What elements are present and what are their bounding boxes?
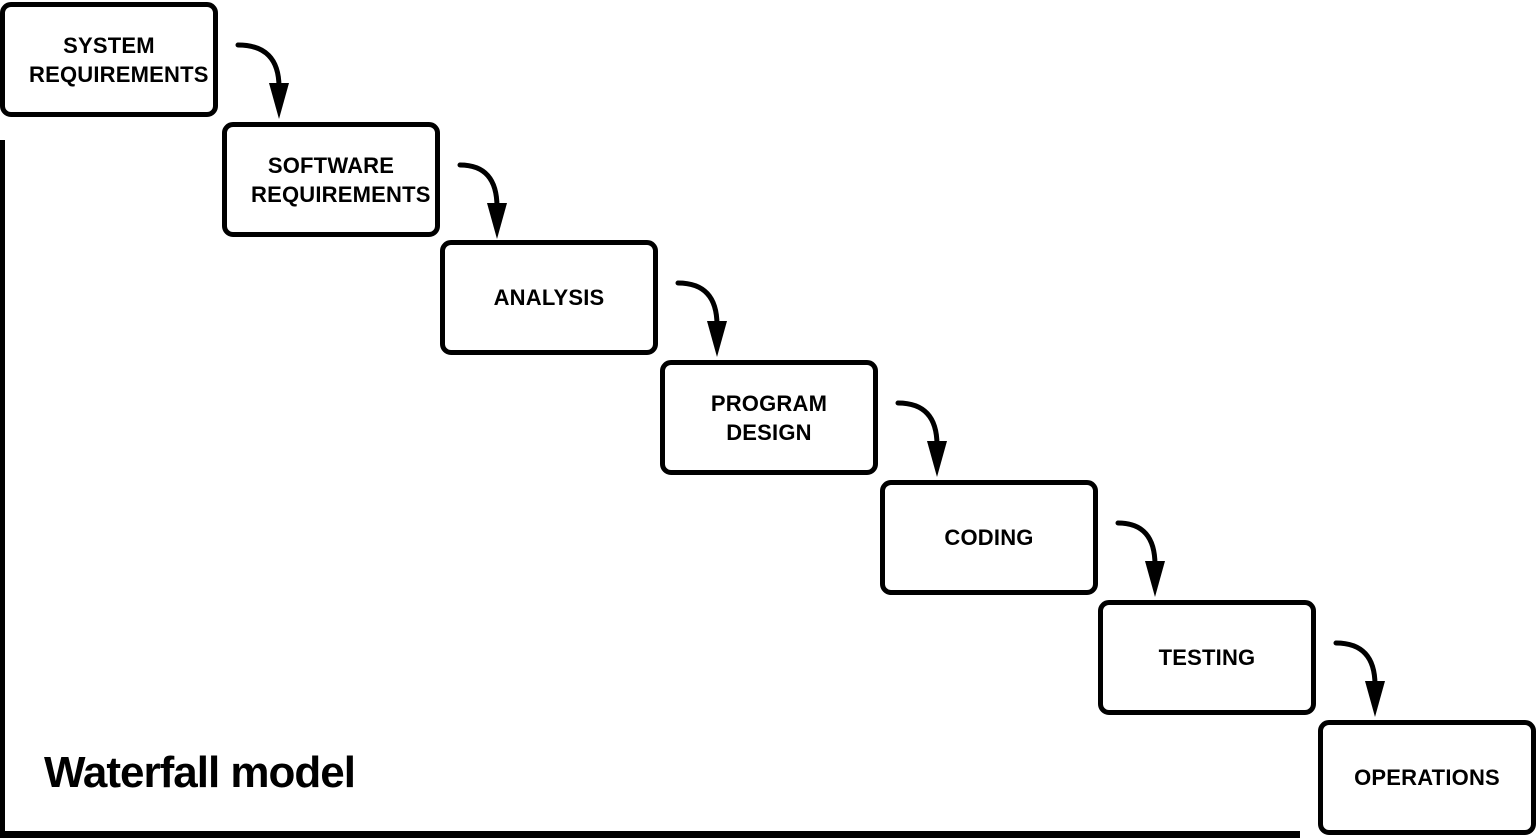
stage-box-analysis: ANALYSIS xyxy=(440,240,658,355)
stage-label: SOFTWARE REQUIREMENTS xyxy=(251,152,431,207)
diagram-title: Waterfall model xyxy=(44,748,356,797)
stage-box-system-requirements: SYSTEM REQUIREMENTS xyxy=(0,2,218,117)
stage-label: OPERATIONS xyxy=(1354,765,1500,790)
arrowhead-icon xyxy=(1145,561,1165,597)
arrowhead-icon xyxy=(269,83,289,119)
stage-label: ANALYSIS xyxy=(493,285,605,310)
arrowhead-icon xyxy=(927,441,947,477)
arrowhead-icon xyxy=(487,203,507,239)
flow-arrow xyxy=(1115,520,1165,597)
stage-label: SYSTEM REQUIREMENTS xyxy=(29,32,209,87)
flow-arrow xyxy=(675,280,727,357)
stage-box-operations: OPERATIONS xyxy=(1318,720,1536,835)
arrowhead-icon xyxy=(1365,681,1385,717)
stage-box-coding: CODING xyxy=(880,480,1098,595)
stage-box-testing: TESTING xyxy=(1098,600,1316,715)
flow-arrow xyxy=(235,42,289,119)
stage-label: CODING xyxy=(944,525,1034,550)
arrowhead-icon xyxy=(707,321,727,357)
frame-left-line xyxy=(0,140,5,838)
stage-label: PROGRAM DESIGN xyxy=(710,390,828,445)
flow-arrow xyxy=(1333,640,1385,717)
frame-bottom-line xyxy=(0,831,1300,838)
stage-box-program-design: PROGRAM DESIGN xyxy=(660,360,878,475)
stage-box-software-requirements: SOFTWARE REQUIREMENTS xyxy=(222,122,440,237)
flow-arrows xyxy=(235,42,1385,717)
flow-arrow xyxy=(457,162,507,239)
flow-arrow xyxy=(895,400,947,477)
stage-label: TESTING xyxy=(1158,645,1256,670)
